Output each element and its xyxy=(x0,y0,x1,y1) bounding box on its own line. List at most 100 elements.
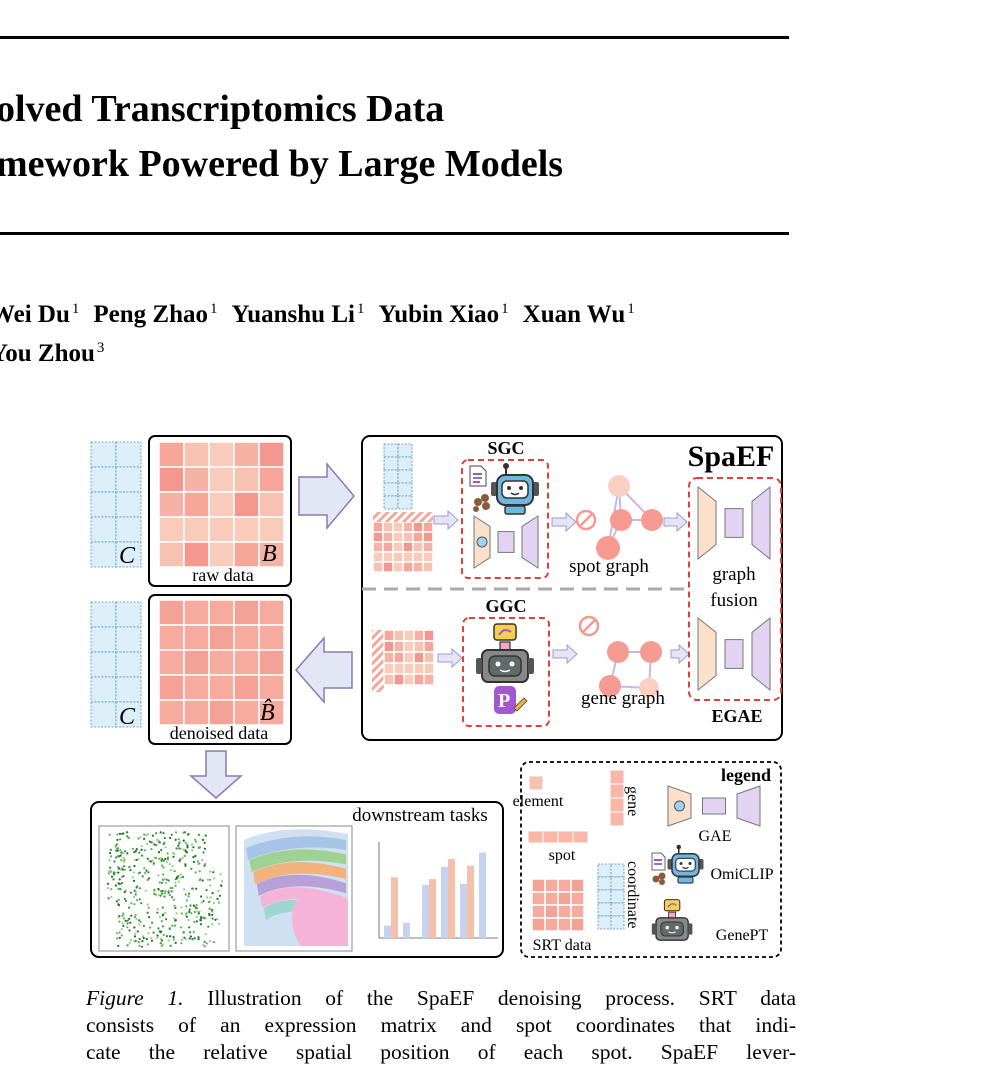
removed-edge-slash xyxy=(579,513,593,527)
scatter-point xyxy=(128,865,131,869)
gae-encoder-icon-sgc xyxy=(473,515,539,569)
coordinate-cell xyxy=(610,902,625,917)
scatter-point xyxy=(211,923,214,926)
coordinate-cell xyxy=(115,466,142,493)
legend-gae-icon xyxy=(667,785,761,827)
scatter-point xyxy=(170,833,173,836)
matrix-element xyxy=(570,878,585,893)
scatter-point xyxy=(181,875,185,879)
scatter-point xyxy=(198,879,201,882)
scatter-point xyxy=(169,944,172,947)
scatter-point xyxy=(174,919,177,922)
scatter-point xyxy=(140,945,143,948)
scatter-point xyxy=(185,915,188,918)
scatter-point xyxy=(131,847,134,850)
coordinate-cell xyxy=(397,443,413,458)
scatter-point xyxy=(167,939,170,942)
scatter-point xyxy=(195,915,198,918)
matrix-element xyxy=(208,674,235,701)
matrix-element xyxy=(531,904,546,919)
scatter-point xyxy=(162,933,165,936)
globe xyxy=(674,800,685,812)
scatter-point xyxy=(160,859,163,862)
scatter-point xyxy=(143,833,146,836)
scatter-point xyxy=(198,862,201,865)
scatter-point xyxy=(123,858,126,861)
scatter-point xyxy=(122,914,125,917)
scatter-point xyxy=(117,916,120,919)
scatter-point xyxy=(203,940,206,943)
domain-band xyxy=(256,874,346,896)
scatter-point xyxy=(126,922,129,925)
caption-line-1-text: Illustration of the SpaEF denoising proc… xyxy=(207,986,796,1010)
scatter-point xyxy=(205,942,208,945)
scatter-point xyxy=(108,833,111,836)
scatter-point xyxy=(165,861,168,864)
scatter-point xyxy=(157,851,160,854)
scatter-point xyxy=(189,935,192,938)
gene-graph xyxy=(578,615,662,698)
scatter-point xyxy=(139,836,142,839)
scatter-point xyxy=(129,869,132,872)
scatter-point xyxy=(194,854,197,858)
scatter-point xyxy=(146,833,150,836)
coordinate-cell xyxy=(383,495,399,510)
scatter-point xyxy=(124,899,127,902)
scatter-point xyxy=(140,854,144,857)
scatter-point xyxy=(112,871,115,874)
scatter-point xyxy=(126,919,129,922)
scatter-point xyxy=(174,906,177,910)
scatter-point xyxy=(206,896,209,899)
matrix-element xyxy=(383,662,395,675)
scatter-point xyxy=(146,842,149,846)
scatter-point xyxy=(115,900,119,903)
domain-region xyxy=(292,894,348,946)
scatter-point xyxy=(120,859,123,862)
matrix-element xyxy=(233,466,260,493)
gene-element xyxy=(609,769,625,785)
matrix-element xyxy=(412,541,424,553)
scatter-point xyxy=(157,927,160,930)
scatter-point xyxy=(109,870,112,873)
domain-band xyxy=(253,862,346,884)
scatter-point xyxy=(153,892,156,895)
matrix-element xyxy=(382,561,394,573)
scatter-point xyxy=(133,935,137,938)
scatter-point xyxy=(208,939,212,943)
scatter-point xyxy=(199,919,202,922)
scatter-point xyxy=(220,884,223,887)
scatter-point xyxy=(188,910,191,913)
scatter-point xyxy=(117,903,120,906)
scatter-point xyxy=(160,848,163,852)
matrix-element xyxy=(158,516,185,543)
matrix-element xyxy=(183,624,210,651)
figure-1: C B raw data C B̂ denoised data SpaEF SG… xyxy=(90,435,783,958)
decoder-trapezoid xyxy=(751,616,771,692)
scatter-point xyxy=(171,864,174,868)
egae-encoder-top xyxy=(697,485,771,561)
matrix-element xyxy=(372,551,384,563)
author-affiliation: 1 xyxy=(627,301,635,317)
scatter-point xyxy=(155,844,158,847)
spatial-domain-bands xyxy=(244,829,348,946)
scatter-point xyxy=(109,848,112,851)
scatter-point xyxy=(214,918,217,921)
scatter-point xyxy=(193,910,196,914)
scatter-point xyxy=(135,899,139,902)
scatter-point xyxy=(117,871,120,874)
label-b: B xyxy=(262,541,277,567)
matrix-element xyxy=(422,561,434,573)
scatter-point xyxy=(177,844,180,847)
matrix-element xyxy=(531,891,546,906)
scatter-point xyxy=(201,879,204,882)
scatter-point xyxy=(173,924,177,927)
coordinate-cell xyxy=(90,601,117,628)
scatter-point xyxy=(148,840,151,843)
scatter-point xyxy=(152,931,155,934)
graph-node xyxy=(599,675,621,697)
scatter-point xyxy=(126,926,129,929)
removed-edge-slash xyxy=(582,619,596,633)
scatter-point xyxy=(161,943,165,946)
latent-block xyxy=(724,508,744,538)
graph-node xyxy=(608,475,630,497)
